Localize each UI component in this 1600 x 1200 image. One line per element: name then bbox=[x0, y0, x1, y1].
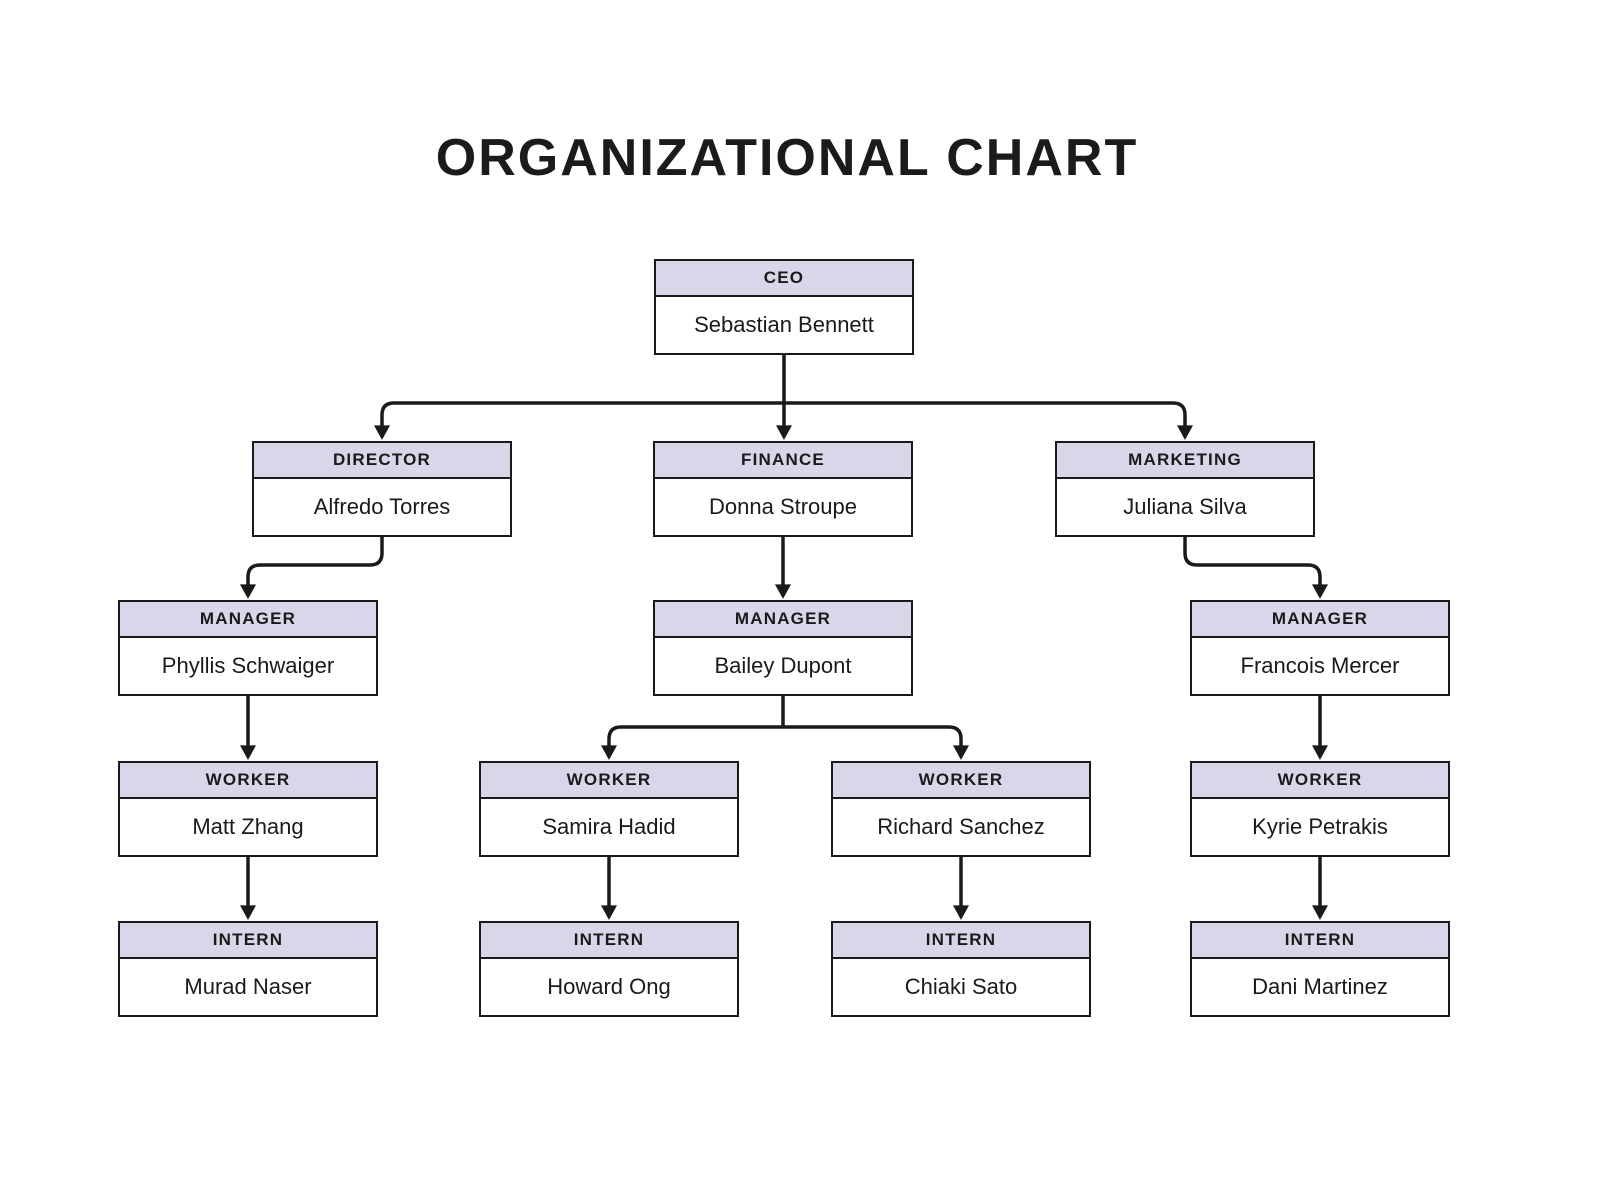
role-label: WORKER bbox=[1277, 770, 1363, 789]
name-label: Francois Mercer bbox=[1240, 653, 1400, 678]
role-header: DIRECTOR bbox=[252, 441, 512, 479]
connector-manager-worker-samira bbox=[600, 725, 783, 760]
org-node-intern-2: INTERN Howard Ong bbox=[479, 921, 739, 1017]
role-label: INTERN bbox=[1284, 930, 1356, 949]
org-node-intern-4: INTERN Dani Martinez bbox=[1190, 921, 1450, 1017]
person-name: Chiaki Sato bbox=[831, 959, 1091, 1017]
org-node-director: DIRECTOR Alfredo Torres bbox=[252, 441, 512, 537]
org-node-intern-3: INTERN Chiaki Sato bbox=[831, 921, 1091, 1017]
org-node-worker-4: WORKER Kyrie Petrakis bbox=[1190, 761, 1450, 857]
role-header: WORKER bbox=[1190, 761, 1450, 799]
org-node-worker-2: WORKER Samira Hadid bbox=[479, 761, 739, 857]
connector-director-manager bbox=[239, 537, 384, 599]
org-node-manager-finance-branch: MANAGER Bailey Dupont bbox=[653, 600, 913, 696]
person-name: Murad Naser bbox=[118, 959, 378, 1017]
org-node-worker-1: WORKER Matt Zhang bbox=[118, 761, 378, 857]
role-label: DIRECTOR bbox=[332, 450, 432, 469]
person-name: Donna Stroupe bbox=[653, 479, 913, 537]
role-header: CEO bbox=[654, 259, 914, 297]
role-label: INTERN bbox=[573, 930, 645, 949]
role-header: MANAGER bbox=[118, 600, 378, 638]
role-header: WORKER bbox=[479, 761, 739, 799]
page-title: ORGANIZATIONAL CHART bbox=[435, 129, 1139, 187]
role-label: WORKER bbox=[566, 770, 652, 789]
role-header: MARKETING bbox=[1055, 441, 1315, 479]
org-node-manager-marketing-branch: MANAGER Francois Mercer bbox=[1190, 600, 1450, 696]
name-label: Kyrie Petrakis bbox=[1252, 814, 1388, 839]
org-node-intern-1: INTERN Murad Naser bbox=[118, 921, 378, 1017]
person-name: Alfredo Torres bbox=[252, 479, 512, 537]
role-label: WORKER bbox=[205, 770, 291, 789]
name-label: Phyllis Schwaiger bbox=[161, 653, 335, 678]
name-label: Howard Ong bbox=[547, 974, 671, 999]
role-label: MANAGER bbox=[1271, 609, 1369, 628]
connector-ceo-marketing bbox=[784, 401, 1194, 440]
role-label: CEO bbox=[763, 268, 805, 287]
person-name: Dani Martinez bbox=[1190, 959, 1450, 1017]
role-header: INTERN bbox=[118, 921, 378, 959]
person-name: Howard Ong bbox=[479, 959, 739, 1017]
person-name: Samira Hadid bbox=[479, 799, 739, 857]
person-name: Phyllis Schwaiger bbox=[118, 638, 378, 696]
connector-ceo-director bbox=[373, 401, 784, 440]
name-label: Dani Martinez bbox=[1252, 974, 1388, 999]
name-label: Donna Stroupe bbox=[709, 494, 857, 519]
connector-marketing-manager bbox=[1183, 537, 1329, 599]
person-name: Francois Mercer bbox=[1190, 638, 1450, 696]
org-node-finance: FINANCE Donna Stroupe bbox=[653, 441, 913, 537]
name-label: Murad Naser bbox=[184, 974, 312, 999]
role-label: FINANCE bbox=[741, 450, 825, 469]
role-header: MANAGER bbox=[653, 600, 913, 638]
name-label: Chiaki Sato bbox=[904, 974, 1018, 999]
person-name: Richard Sanchez bbox=[831, 799, 1091, 857]
person-name: Matt Zhang bbox=[118, 799, 378, 857]
role-header: INTERN bbox=[1190, 921, 1450, 959]
org-node-manager-director-branch: MANAGER Phyllis Schwaiger bbox=[118, 600, 378, 696]
name-label: Alfredo Torres bbox=[313, 494, 451, 519]
role-header: FINANCE bbox=[653, 441, 913, 479]
role-header: WORKER bbox=[118, 761, 378, 799]
person-name: Juliana Silva bbox=[1055, 479, 1315, 537]
role-label: INTERN bbox=[212, 930, 284, 949]
name-label: Juliana Silva bbox=[1123, 494, 1247, 519]
role-header: WORKER bbox=[831, 761, 1091, 799]
org-node-ceo: CEO Sebastian Bennett bbox=[654, 259, 914, 355]
name-label: Samira Hadid bbox=[542, 814, 676, 839]
role-header: MANAGER bbox=[1190, 600, 1450, 638]
org-node-marketing: MARKETING Juliana Silva bbox=[1055, 441, 1315, 537]
role-label: MANAGER bbox=[199, 609, 297, 628]
name-label: Sebastian Bennett bbox=[694, 312, 874, 337]
connector-manager-worker-richard bbox=[783, 725, 970, 760]
role-label: WORKER bbox=[918, 770, 1004, 789]
role-header: INTERN bbox=[479, 921, 739, 959]
person-name: Kyrie Petrakis bbox=[1190, 799, 1450, 857]
name-label: Bailey Dupont bbox=[714, 653, 852, 678]
name-label: Matt Zhang bbox=[192, 814, 304, 839]
role-label: INTERN bbox=[925, 930, 997, 949]
person-name: Bailey Dupont bbox=[653, 638, 913, 696]
role-header: INTERN bbox=[831, 921, 1091, 959]
org-node-worker-3: WORKER Richard Sanchez bbox=[831, 761, 1091, 857]
name-label: Richard Sanchez bbox=[877, 814, 1045, 839]
role-label: MANAGER bbox=[734, 609, 832, 628]
person-name: Sebastian Bennett bbox=[654, 297, 914, 355]
role-label: MARKETING bbox=[1128, 450, 1242, 469]
